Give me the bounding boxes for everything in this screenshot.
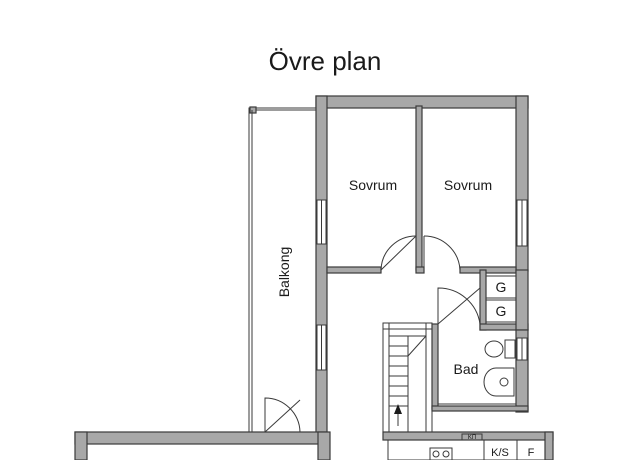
closet-lower-label: G bbox=[496, 303, 507, 319]
walls bbox=[74, 95, 554, 460]
staircase bbox=[382, 322, 433, 433]
plan-title: Övre plan bbox=[269, 46, 382, 76]
kitchen-f-label: F bbox=[528, 447, 535, 459]
closet-upper-label: G bbox=[496, 279, 507, 295]
bathroom-label: Bad bbox=[454, 361, 479, 377]
balcony-label: Balkong bbox=[276, 247, 292, 298]
bathroom-fixtures bbox=[438, 339, 516, 405]
appliance-mark-label: ΚΠ bbox=[468, 435, 476, 441]
kitchen-fixtures bbox=[387, 433, 546, 460]
bedroom-left-label: Sovrum bbox=[349, 177, 397, 193]
windows bbox=[316, 199, 528, 371]
kitchen-ks-label: K/S bbox=[491, 447, 509, 459]
bedroom-right-label: Sovrum bbox=[444, 177, 492, 193]
doors bbox=[264, 235, 481, 433]
closets bbox=[485, 275, 517, 323]
